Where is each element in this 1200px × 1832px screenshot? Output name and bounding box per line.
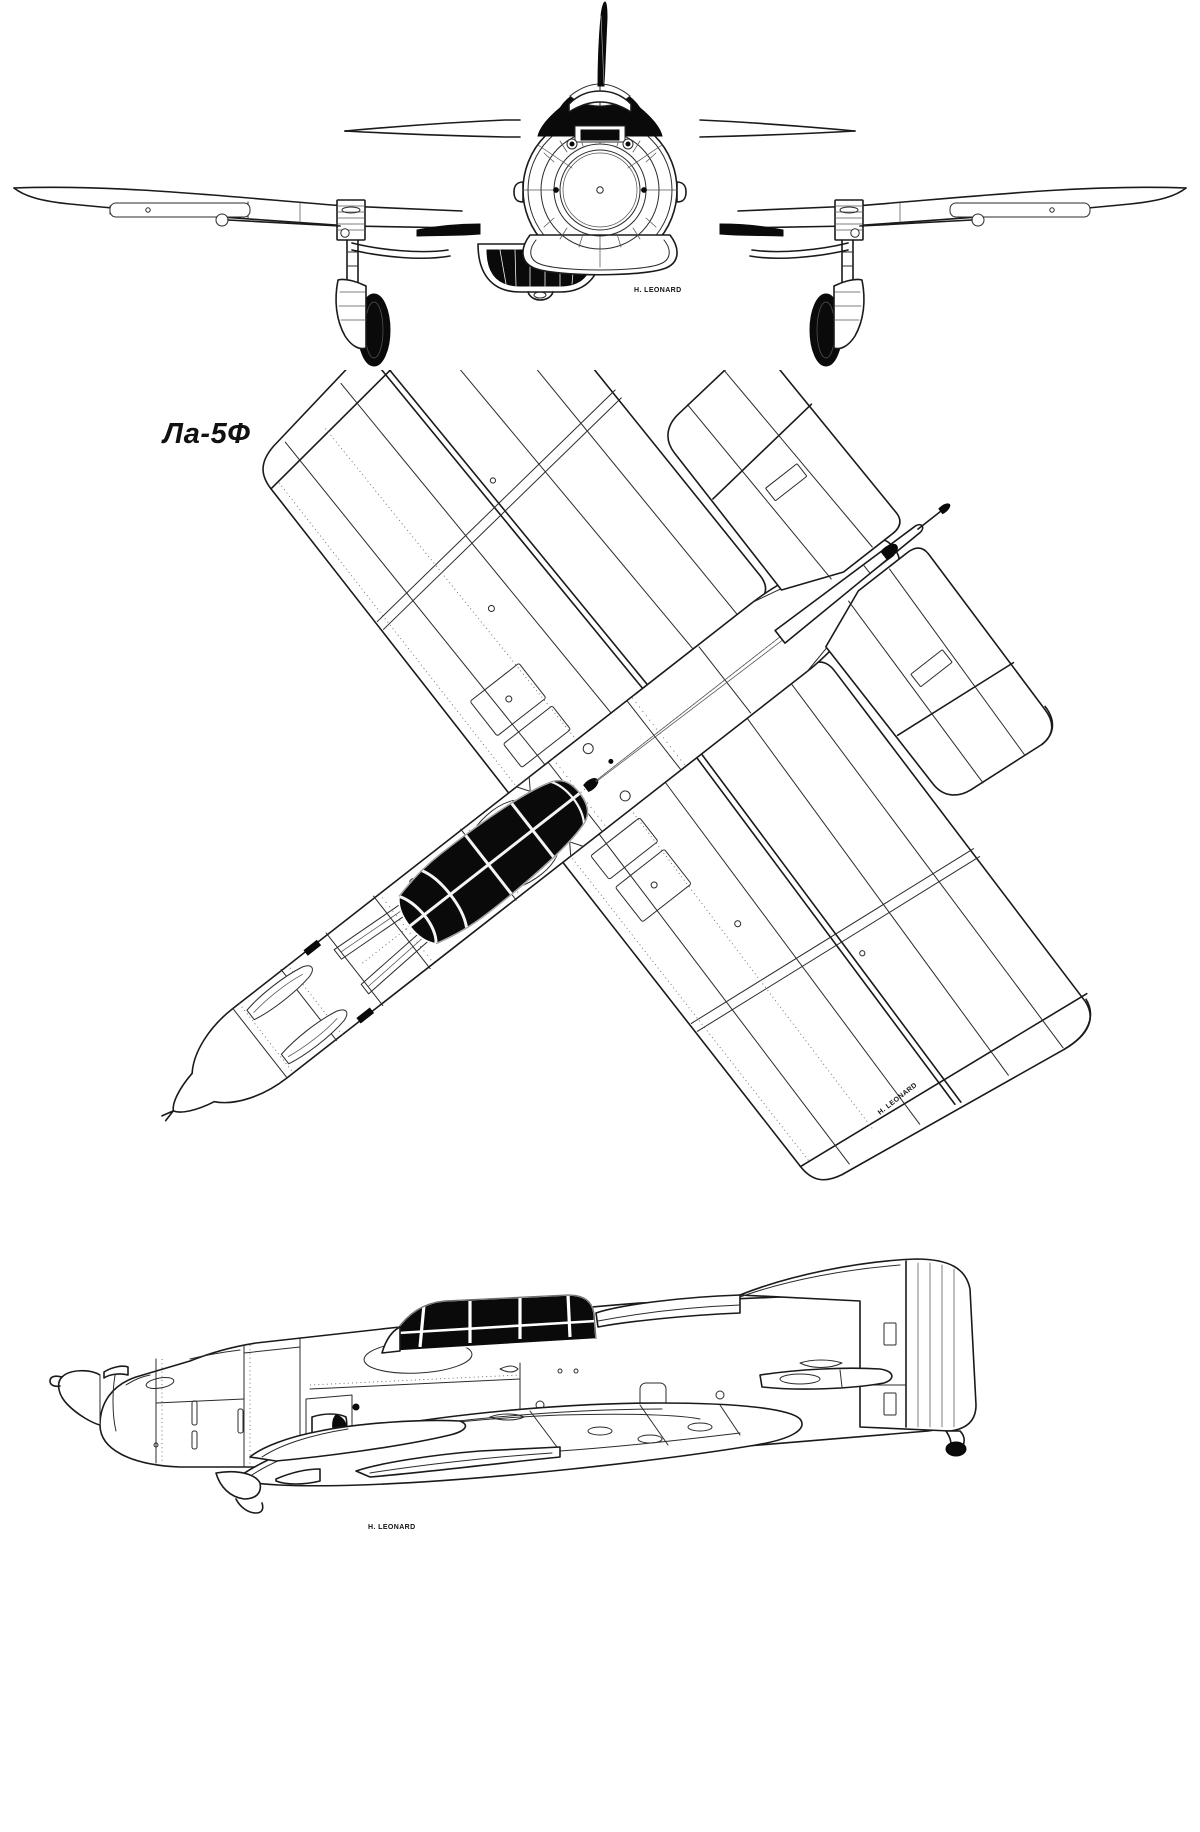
- side-propeller-blade: [103, 1365, 129, 1379]
- signature-side: H. LEONARD: [368, 1524, 416, 1531]
- front-wing-root-fairing-right: [719, 223, 784, 237]
- front-windscreen: [568, 90, 632, 113]
- side-rear-fairing: [595, 1294, 741, 1328]
- side-canopy: [381, 1294, 597, 1354]
- side-view: H. LEONARD: [49, 1258, 977, 1531]
- plan-wing-right: [262, 370, 767, 797]
- side-cowl-panels: [125, 1338, 301, 1468]
- side-vertical-fin: [739, 1258, 977, 1432]
- plan-canopy: [398, 779, 589, 945]
- plan-horizontal-stabilizer-right: [667, 370, 901, 591]
- front-wing-upper: [344, 119, 856, 138]
- plan-view: H. LEONARD: [161, 370, 1092, 1181]
- side-horizontal-stabilizer: [759, 1367, 893, 1390]
- aircraft-designation-label: Ла-5Ф: [163, 418, 251, 450]
- plan-tail-wheel: [880, 543, 898, 561]
- front-engine-cowling: [513, 112, 687, 276]
- front-wing-root-fairing-left: [416, 223, 481, 237]
- main-landing-gear-left: [215, 199, 451, 367]
- front-propeller-blade: [597, 1, 608, 87]
- side-tail-wheel: [945, 1430, 967, 1457]
- plan-wing-left: [559, 661, 1092, 1181]
- main-landing-gear-right: [749, 199, 985, 367]
- side-landing-gear: [215, 1419, 561, 1514]
- front-view: H. LEONARD: [13, 1, 1187, 367]
- plan-horizontal-stabilizer-left: [825, 547, 1054, 796]
- front-wing-span: [13, 186, 1187, 229]
- signature-front: H. LEONARD: [634, 287, 682, 294]
